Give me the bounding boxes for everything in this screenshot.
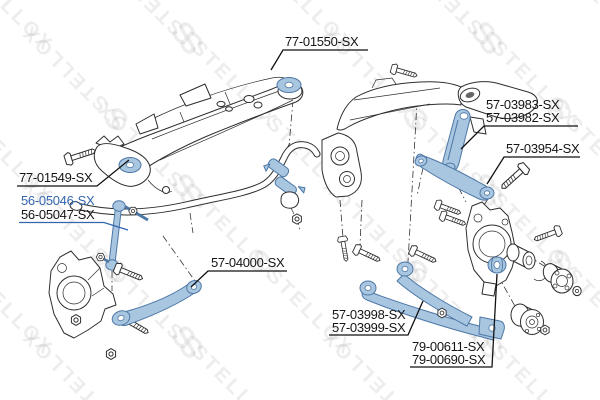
axle-nut xyxy=(572,285,582,297)
link-bolt xyxy=(112,261,146,285)
subframe-bolt-top xyxy=(389,62,419,82)
knuckle-left xyxy=(48,250,117,339)
label-57-03983: 57-03983-SX xyxy=(486,97,560,112)
upper-arm-front xyxy=(414,153,495,201)
trailing-rod xyxy=(111,280,202,327)
stabilizer-drop-link xyxy=(280,191,300,215)
label-77-01550: 77-01550-SX xyxy=(285,34,359,49)
wheel-hub xyxy=(542,263,574,294)
knuckle-right xyxy=(465,201,517,297)
label-57-03999: 57-03999-SX xyxy=(332,320,406,335)
part-labels: 77-01550-SX 57-03983-SX 57-03982-SX 57-0… xyxy=(19,34,580,367)
callout-lines xyxy=(17,49,580,368)
hub-bushing xyxy=(487,256,507,274)
subframe-bolt-left xyxy=(62,143,98,167)
label-link-56-05046[interactable]: 56-05046-SX xyxy=(21,193,95,208)
arm-nut xyxy=(437,307,447,319)
label-57-04000: 57-04000-SX xyxy=(211,255,285,270)
wheel-bearing xyxy=(506,243,536,270)
brake-drum xyxy=(510,303,544,335)
hub-bolt xyxy=(531,223,564,246)
label-57-03998: 57-03998-SX xyxy=(332,307,406,322)
label-57-03982: 57-03982-SX xyxy=(486,110,560,125)
drum-nut xyxy=(540,324,550,336)
label-57-03954: 57-03954-SX xyxy=(506,141,580,156)
label-79-00611: 79-00611-SX xyxy=(412,339,485,354)
knuckle-center xyxy=(321,132,362,198)
center-bolt xyxy=(336,235,352,263)
arm-bolt-long xyxy=(496,160,532,194)
drop-link-nut xyxy=(292,213,302,225)
lower-nut xyxy=(105,348,117,360)
arm-bolt-a xyxy=(351,242,383,267)
stabilizer-link xyxy=(94,200,149,271)
knuckle-nut xyxy=(70,314,82,326)
rear-subframe-right xyxy=(336,77,538,135)
stabilizer-bar xyxy=(69,141,321,216)
upper-arm-rear xyxy=(442,109,471,173)
label-79-00690: 79-00690-SX xyxy=(412,352,486,367)
lower-control-arm xyxy=(359,261,505,341)
arm-bolt-b xyxy=(407,243,439,268)
label-56-05047: 56-05047-SX xyxy=(21,207,95,222)
label-77-01549: 77-01549-SX xyxy=(19,170,93,185)
